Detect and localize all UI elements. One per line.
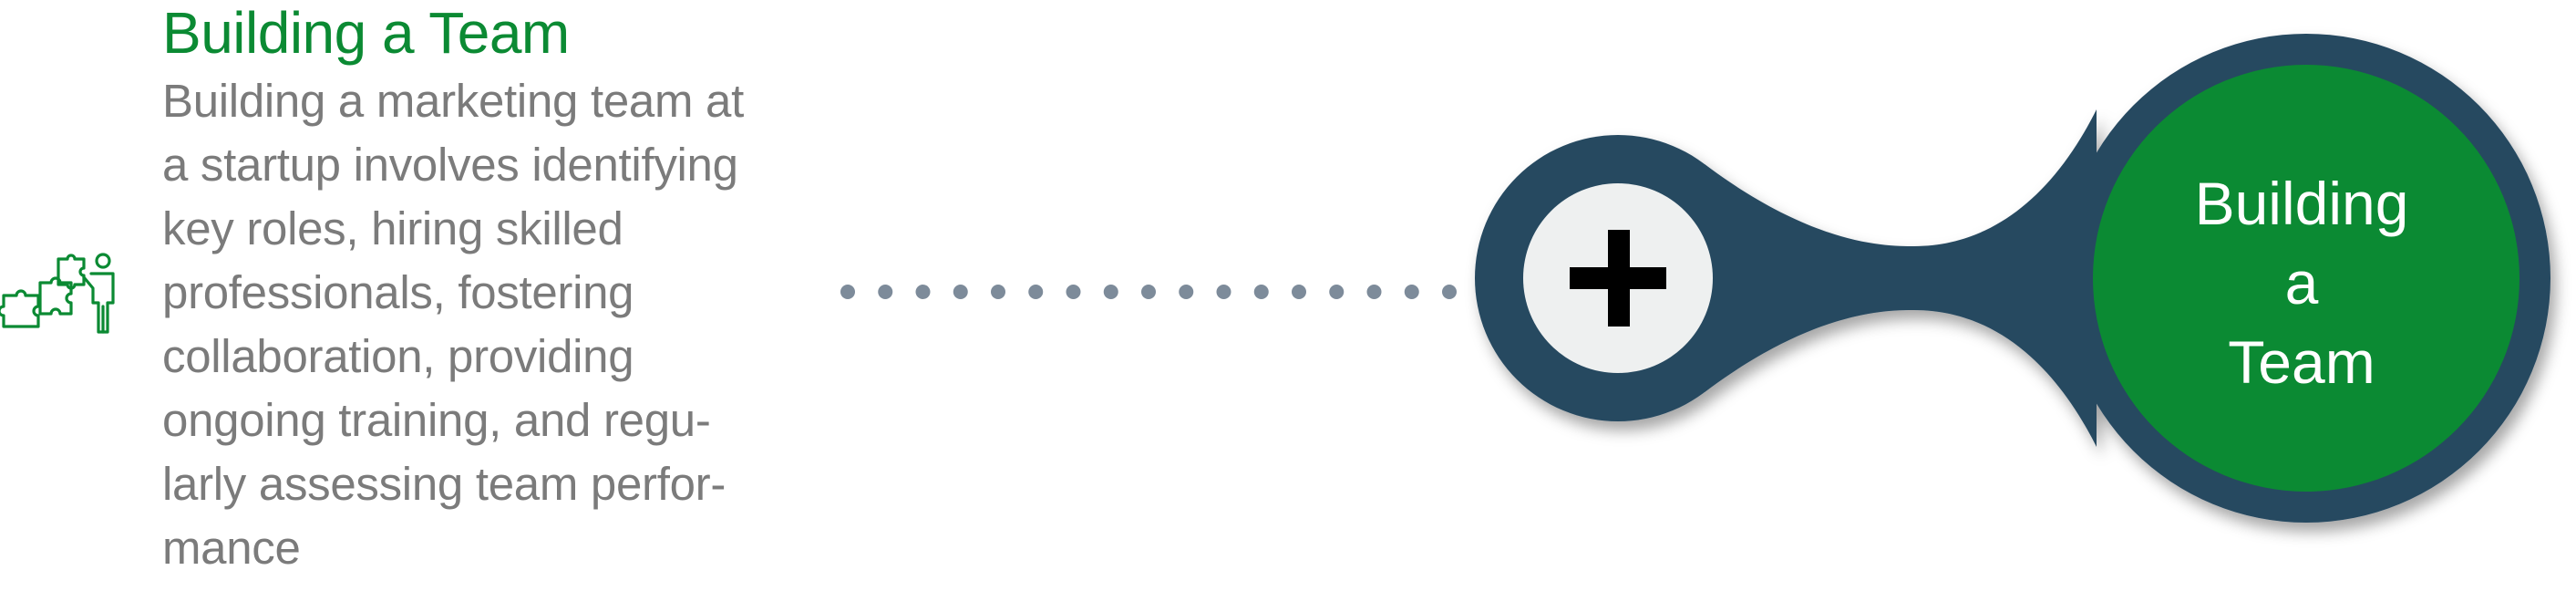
connector-dot bbox=[1103, 285, 1118, 299]
section-text: Building a Team Building a marketing tea… bbox=[162, 0, 764, 580]
node-label-line-1: Building bbox=[2194, 170, 2409, 237]
connector-dot bbox=[991, 285, 1005, 299]
node-label: Building a Team bbox=[2087, 164, 2516, 402]
connector-dot bbox=[953, 285, 968, 299]
connector-dot bbox=[1253, 285, 1269, 299]
dotted-connector bbox=[840, 285, 1457, 299]
connector-dot bbox=[1179, 285, 1194, 299]
connector-dot bbox=[878, 285, 893, 299]
node-inner-circle bbox=[2093, 65, 2519, 492]
node-label-line-3: Team bbox=[2228, 328, 2375, 396]
connector-dot bbox=[1329, 285, 1345, 299]
connector-dot bbox=[840, 285, 855, 299]
connector-dot bbox=[1028, 285, 1044, 299]
connector-dot bbox=[1141, 285, 1156, 299]
connector-dot bbox=[1404, 285, 1419, 299]
plus-icon bbox=[1570, 230, 1666, 327]
section-title: Building a Team bbox=[162, 0, 570, 66]
connector-dot bbox=[1442, 285, 1457, 299]
connector-dot bbox=[1292, 285, 1306, 299]
section-description: Building a marketing team at a startup i… bbox=[162, 75, 744, 574]
connector-dot bbox=[1366, 285, 1382, 299]
node-label-line-2: a bbox=[2284, 249, 2319, 316]
puzzle-person-icon bbox=[0, 253, 115, 334]
connector-dot bbox=[1216, 285, 1231, 299]
connector-dot bbox=[1066, 285, 1081, 299]
connector-dot bbox=[915, 285, 931, 299]
